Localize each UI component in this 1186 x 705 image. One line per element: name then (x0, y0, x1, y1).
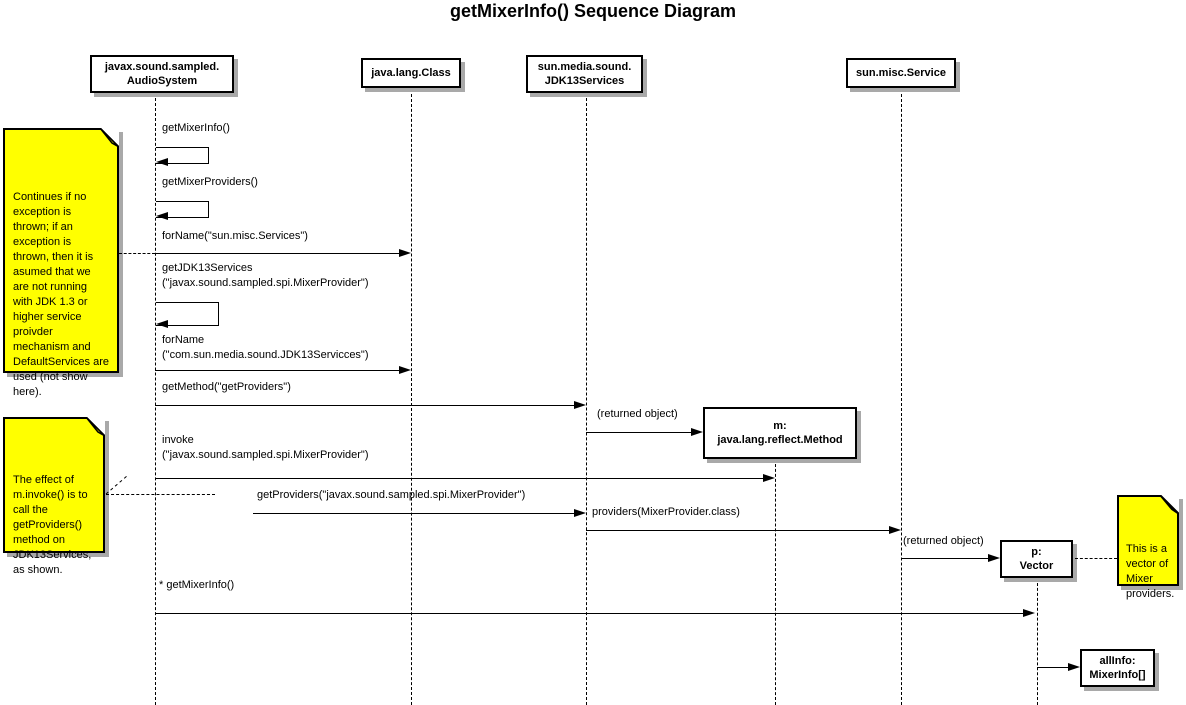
note-connector-1 (119, 253, 155, 254)
note-effect-of-invoke: The effect of m.invoke() is to call the … (3, 417, 105, 576)
arrow-getmethod (155, 405, 574, 406)
self-call-getmixerinfo (156, 147, 209, 164)
arrowhead-right-icon (399, 249, 411, 257)
arrowhead-right-icon (988, 554, 1000, 562)
lifeline-audio-system (155, 93, 156, 705)
arrowhead-left-icon (156, 320, 168, 328)
message-label-getmethod: getMethod("getProviders") (162, 381, 291, 393)
header-box-audio-system: javax.sound.sampled. AudioSystem (90, 55, 234, 93)
arrow-forname-jdk13 (155, 370, 399, 371)
object-box-p-vector: p: Vector (1000, 540, 1073, 578)
object-box-allinfo: allInfo: MixerInfo[] (1080, 649, 1155, 687)
lifeline-jdk13-services (586, 93, 587, 705)
arrowhead-right-icon (1068, 663, 1080, 671)
arrowhead-right-icon (574, 509, 586, 517)
lifeline-java-lang-class (411, 89, 412, 705)
arrow-invoke (155, 478, 763, 479)
arrow-returned-object-1 (586, 432, 691, 433)
message-label-getmixerproviders: getMixerProviders() (162, 176, 258, 188)
message-label-forname-services: forName("sun.misc.Services") (162, 230, 308, 242)
object-box-m-method: m: java.lang.reflect.Method (703, 407, 857, 459)
note-connector-2 (106, 494, 215, 495)
arrowhead-right-icon (763, 474, 775, 482)
arrow-forname-services (155, 253, 399, 254)
message-label-getproviders: getProviders("javax.sound.sampled.spi.Mi… (257, 489, 526, 501)
arrowhead-right-icon (691, 428, 703, 436)
header-box-sun-misc-service: sun.misc.Service (846, 58, 956, 88)
lifeline-m-method (775, 459, 776, 705)
message-label-forname-jdk13: forName ("com.sun.media.sound.JDK13Servi… (162, 334, 369, 361)
note-connector-3 (1075, 558, 1117, 559)
arrowhead-right-icon (399, 366, 411, 374)
diagram-title: getMixerInfo() Sequence Diagram (449, 1, 737, 21)
arrow-star-getmixerinfo (155, 613, 1023, 614)
arrowhead-right-icon (574, 401, 586, 409)
message-label-returned-object-1: (returned object) (597, 408, 678, 420)
note-fold-icon (86, 417, 105, 436)
arrow-getproviders (253, 513, 574, 514)
message-label-invoke: invoke ("javax.sound.sampled.spi.MixerPr… (162, 434, 369, 461)
note-continues-if-no-exception: Continues if no exception is thrown; if … (3, 128, 119, 398)
note-text: Continues if no exception is thrown; if … (13, 191, 109, 398)
message-label-star-getmixerinfo: * getMixerInfo() (159, 579, 235, 591)
arrowhead-left-icon (156, 158, 168, 166)
arrowhead-right-icon (1023, 609, 1035, 617)
note-text: This is a vector of Mixer providers. (1126, 543, 1175, 600)
arrow-providers (586, 530, 889, 531)
note-fold-icon (1160, 495, 1179, 514)
message-label-getmixerinfo: getMixerInfo() (162, 122, 230, 134)
note-vector-of-mixer-providers: This is a vector of Mixer providers. (1117, 495, 1179, 600)
arrowhead-right-icon (889, 526, 901, 534)
lifeline-p-vector (1037, 578, 1038, 705)
arrowhead-left-icon (156, 212, 168, 220)
message-label-returned-object-2: (returned object) (903, 535, 984, 547)
header-box-jdk13-services: sun.media.sound. JDK13Services (526, 55, 643, 93)
arrow-to-allinfo (1037, 667, 1068, 668)
arrow-returned-object-2 (901, 558, 988, 559)
note-text: The effect of m.invoke() is to call the … (13, 474, 92, 576)
note-fold-icon (100, 128, 119, 147)
message-label-providers: providers(MixerProvider.class) (592, 506, 740, 518)
lifeline-sun-misc-service (901, 89, 902, 705)
note-connector-2-diagonal (105, 475, 128, 495)
self-call-getmixerproviders (156, 201, 209, 218)
message-label-getjdk13services: getJDK13Services ("javax.sound.sampled.s… (162, 262, 369, 289)
header-box-java-lang-class: java.lang.Class (361, 58, 461, 88)
self-call-getjdk13services (156, 302, 219, 326)
